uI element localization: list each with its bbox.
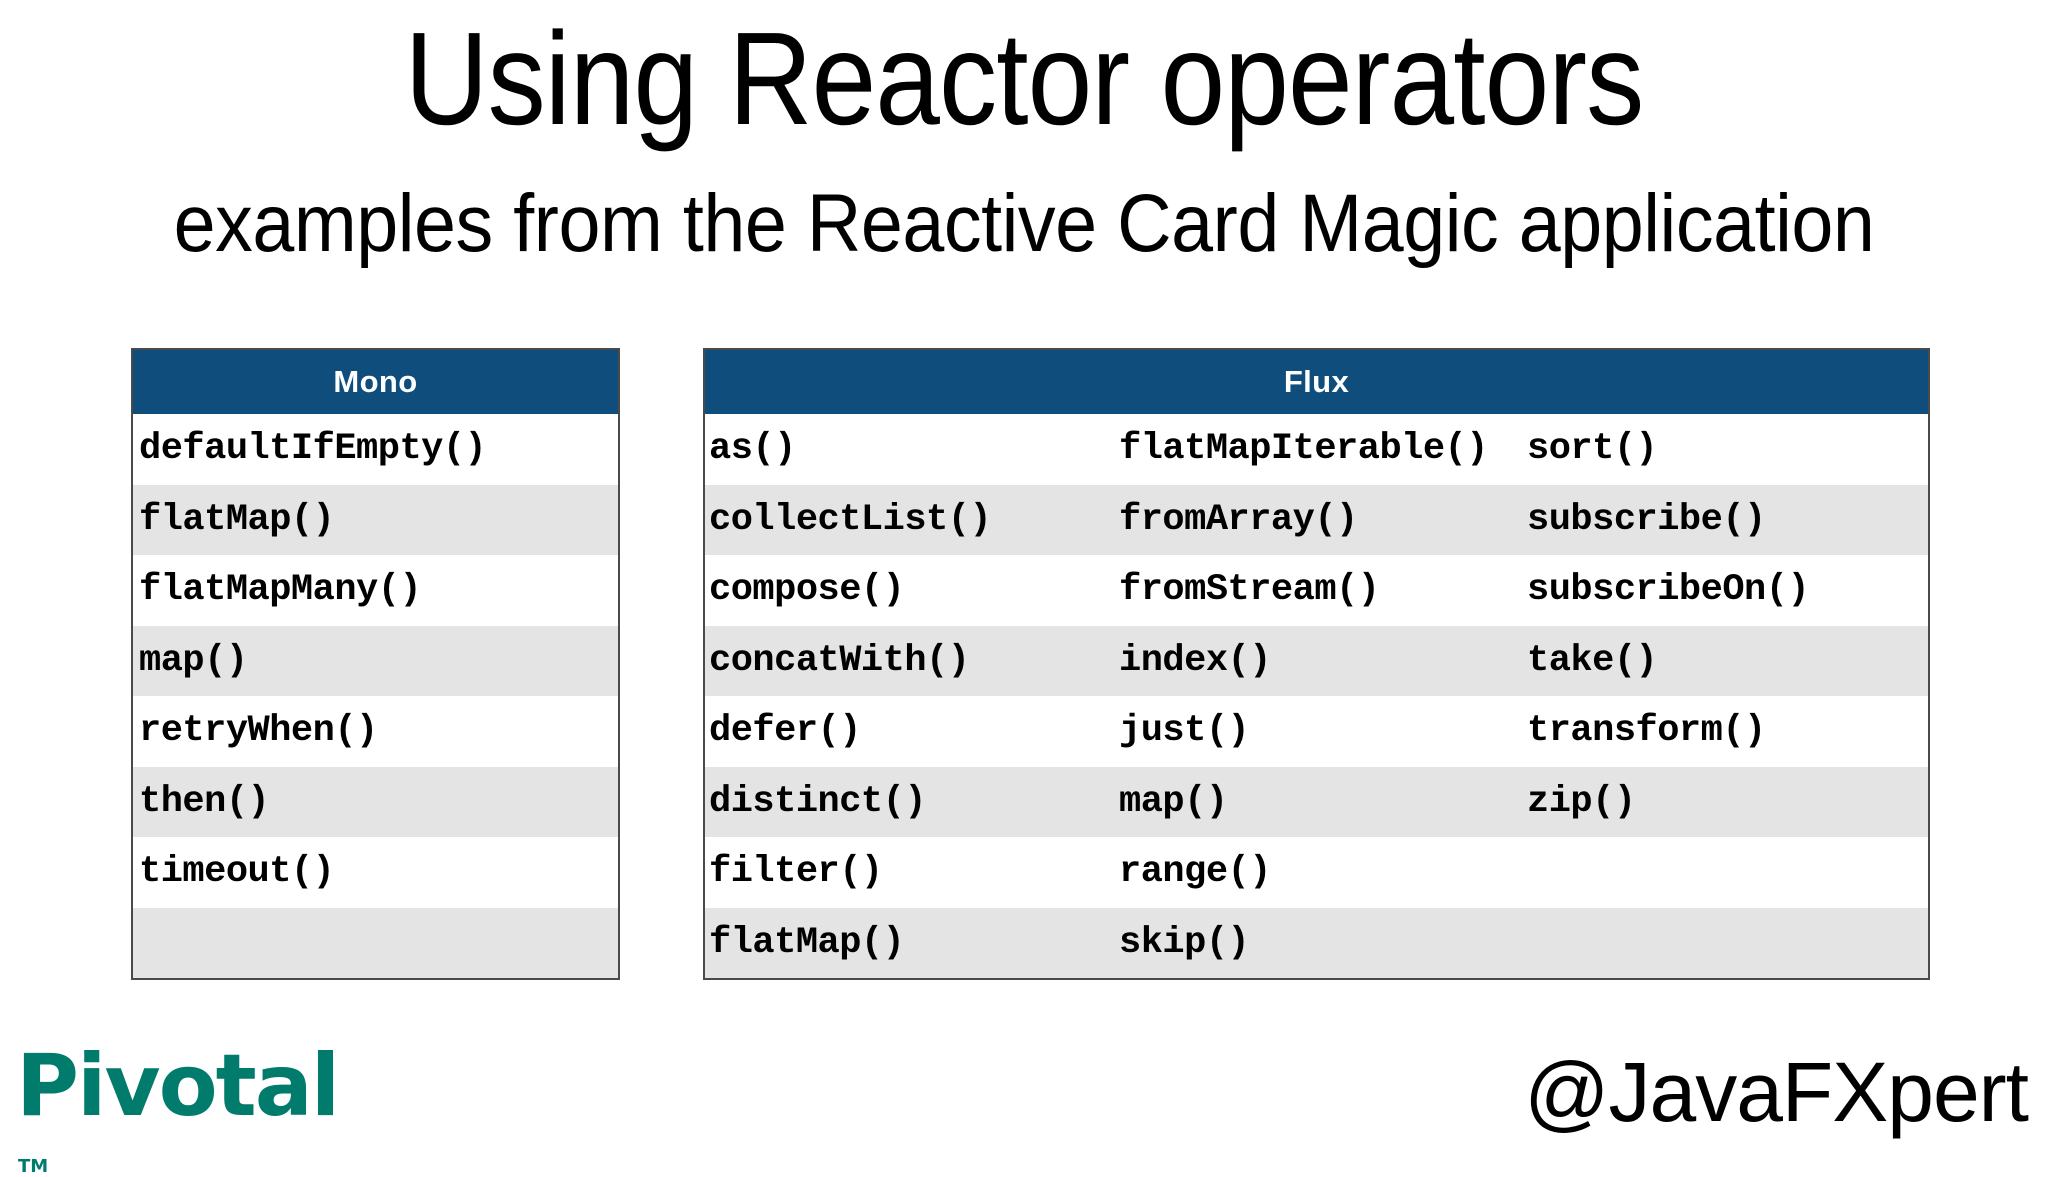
operator-cell: range() [1119, 851, 1271, 894]
operator-cell: distinct() [709, 780, 927, 823]
table-row: flatMap() skip() [705, 907, 1928, 978]
table-row: filter() range() [705, 837, 1928, 908]
operator-cell: flatMap() [709, 921, 905, 964]
operator-cell: concatWith() [709, 639, 970, 682]
operator-cell: then() [139, 780, 270, 823]
table-row: retryWhen() [133, 696, 618, 767]
operator-cell: defer() [709, 710, 861, 753]
operator-cell: just() [1119, 710, 1250, 753]
operator-cell: sort() [1527, 428, 1658, 471]
flux-table-body: as() flatMapIterable() sort() collectList()… [705, 414, 1928, 978]
table-row [133, 907, 618, 978]
table-row: concatWith() index() take() [705, 625, 1928, 696]
operator-cell: filter() [709, 851, 883, 894]
author-handle: @JavaFXpert [1524, 1045, 2029, 1139]
operator-cell: skip() [1119, 921, 1250, 964]
operator-cell: flatMapIterable() [1119, 428, 1488, 471]
operator-cell: defaultIfEmpty() [139, 428, 487, 471]
slide-root: { "slide": { "title": "Using Reactor ope… [16, 5, 2029, 1177]
table-row: flatMapMany() [133, 555, 618, 626]
operator-cell: subscribeOn() [1527, 569, 1810, 612]
operator-cell: fromStream() [1119, 569, 1380, 612]
table-row: collectList() fromArray() subscribe() [705, 484, 1928, 555]
operator-cell: timeout() [139, 851, 335, 894]
operator-cell: flatMap() [139, 498, 335, 541]
operator-cell: take() [1527, 639, 1658, 682]
page-subtitle: examples from the Reactive Card Magic ap… [173, 178, 1875, 269]
mono-table-header: Mono [133, 350, 618, 414]
table-row: defaultIfEmpty() [133, 414, 618, 485]
table-row: map() [133, 625, 618, 696]
operator-cell: index() [1119, 639, 1271, 682]
pivotal-logo: PivotalTM [16, 1036, 356, 1177]
flux-operators-table: Flux as() flatMapIterable() sort() collectL… [703, 348, 1930, 980]
page-title: Using Reactor operators [404, 5, 1645, 152]
operator-cell: fromArray() [1119, 498, 1358, 541]
operator-cell: as() [709, 428, 796, 471]
operator-cell: retryWhen() [139, 710, 378, 753]
flux-table-header: Flux [705, 350, 1928, 414]
table-row: flatMap() [133, 484, 618, 555]
operator-cell: map() [1119, 780, 1228, 823]
mono-table-body: defaultIfEmpty() flatMap() flatMapMany() ma… [133, 414, 618, 978]
table-row: timeout() [133, 837, 618, 908]
operator-cell: transform() [1527, 710, 1766, 753]
table-row: defer() just() transform() [705, 696, 1928, 767]
operator-cell: zip() [1527, 780, 1636, 823]
operator-cell: map() [139, 639, 248, 682]
table-row: distinct() map() zip() [705, 766, 1928, 837]
table-row: compose() fromStream() subscribeOn() [705, 555, 1928, 626]
table-row: as() flatMapIterable() sort() [705, 414, 1928, 485]
operator-cell: compose() [709, 569, 905, 612]
operator-cell: collectList() [709, 498, 992, 541]
pivotal-wordmark: Pivotal [16, 1036, 340, 1136]
operator-cell: flatMapMany() [139, 569, 422, 612]
trademark-symbol: TM [18, 1156, 49, 1177]
mono-operators-table: Mono defaultIfEmpty() flatMap() flatMapMan… [131, 348, 620, 980]
operator-cell: subscribe() [1527, 498, 1766, 541]
table-row: then() [133, 766, 618, 837]
